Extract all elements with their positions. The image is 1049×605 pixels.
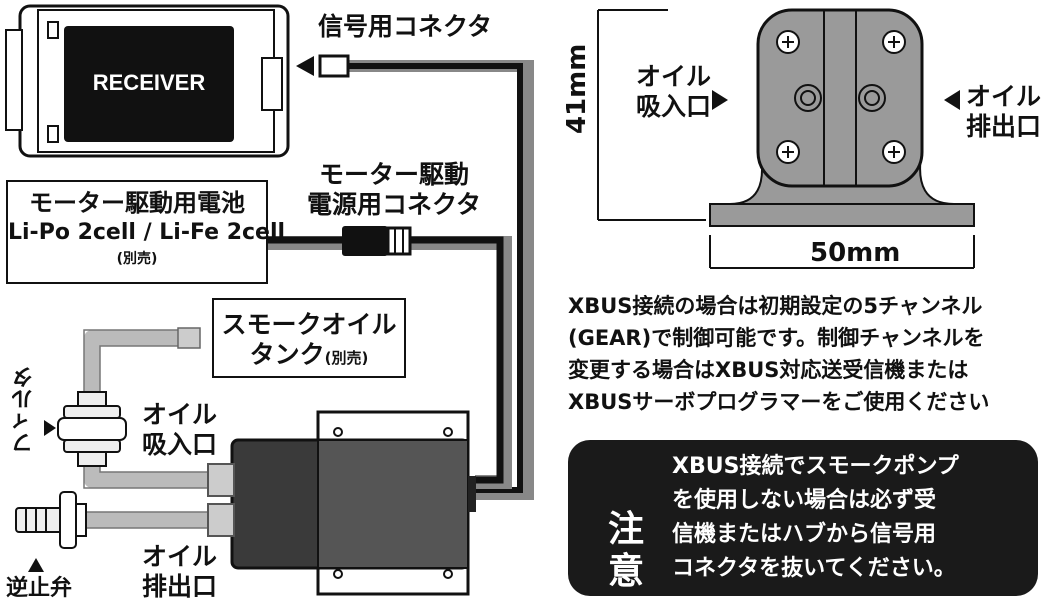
info-line3: 変更する場合はXBUS対応送受信機または bbox=[568, 358, 969, 382]
info-line1: XBUS接続の場合は初期設定の5チャンネル bbox=[568, 294, 983, 318]
oil-tank-box: スモークオイル タンク(別売) bbox=[212, 298, 406, 378]
width-dimension: 50mm bbox=[810, 238, 901, 268]
top-inlet-line2: 吸入口 bbox=[636, 92, 712, 121]
tank-sold-separately: (別売) bbox=[324, 349, 369, 367]
height-dimension: 41mm bbox=[562, 43, 592, 134]
caution-char-1: 注 bbox=[608, 509, 645, 550]
tank-name: タンク bbox=[249, 340, 325, 369]
pump-inlet-line1: オイル bbox=[142, 400, 218, 429]
battery-sold-separately: (別売) bbox=[116, 251, 158, 267]
caution-text: XBUS接続でスモークポンプ を使用しない場合は必ず受 信機またはハブから信号用… bbox=[672, 450, 1032, 586]
top-inlet-line1: オイル bbox=[636, 62, 712, 91]
xbus-info-text: XBUS接続の場合は初期設定の5チャンネル (GEAR)で制御可能です。制御チャ… bbox=[568, 290, 1046, 418]
top-outlet-line2: 排出口 bbox=[966, 112, 1042, 141]
caution-box: 注 意 XBUS接続でスモークポンプ を使用しない場合は必ず受 信機またはハブか… bbox=[568, 440, 1038, 596]
battery-title: モーター駆動用電池 bbox=[29, 189, 245, 217]
pump-outlet-label: オイル 排出口 bbox=[142, 542, 217, 602]
pump-outlet-line2: 排出口 bbox=[142, 572, 218, 601]
top-outlet-label: オイル 排出口 bbox=[966, 82, 1041, 142]
pump-inlet-label: オイル 吸入口 bbox=[142, 400, 217, 460]
filter-part bbox=[44, 391, 127, 467]
pump-inlet-line2: 吸入口 bbox=[142, 430, 218, 459]
top-outlet-line1: オイル bbox=[966, 82, 1042, 111]
receiver-unit bbox=[5, 4, 290, 158]
signal-connector-label: 信号用コネクタ bbox=[318, 12, 493, 41]
signal-connector bbox=[296, 54, 350, 78]
caution-line4: コネクタを抜いてください。 bbox=[672, 556, 956, 581]
check-valve-part bbox=[15, 491, 87, 572]
tank-line1: スモークオイル bbox=[221, 310, 397, 339]
battery-spec: Li-Po 2cell / Li-Fe 2cell bbox=[8, 220, 286, 245]
pump-top-view bbox=[597, 8, 975, 269]
receiver-label: RECEIVER bbox=[92, 70, 206, 95]
power-connector-label: モーター駆動 電源用コネクタ bbox=[304, 160, 484, 220]
caution-line3: 信機またはハブから信号用 bbox=[672, 522, 937, 547]
info-line2: (GEAR)で制御可能です。制御チャンネルを bbox=[568, 326, 985, 350]
info-line4: XBUSサーボプログラマーをご使用ください bbox=[568, 390, 990, 414]
caution-char-2: 意 bbox=[608, 551, 645, 592]
power-connector-line1: モーター駆動 bbox=[318, 160, 469, 189]
tank-line2: タンク(別売) bbox=[214, 340, 404, 373]
caution-line1: XBUS接続でスモークポンプ bbox=[672, 454, 959, 479]
power-connector-line2: 電源用コネクタ bbox=[306, 190, 481, 219]
top-inlet-label: オイル 吸入口 bbox=[636, 62, 711, 122]
pump-outlet-line1: オイル bbox=[142, 542, 218, 571]
smoke-pump-unit bbox=[207, 410, 476, 596]
caution-line2: を使用しない場合は必ず受 bbox=[672, 488, 937, 513]
battery-box: モーター駆動用電池 Li-Po 2cell / Li-Fe 2cell (別売) bbox=[6, 180, 286, 284]
check-valve-label: 逆止弁 bbox=[6, 576, 73, 601]
power-connector bbox=[342, 226, 412, 256]
filter-label: フィルタ bbox=[12, 366, 37, 454]
